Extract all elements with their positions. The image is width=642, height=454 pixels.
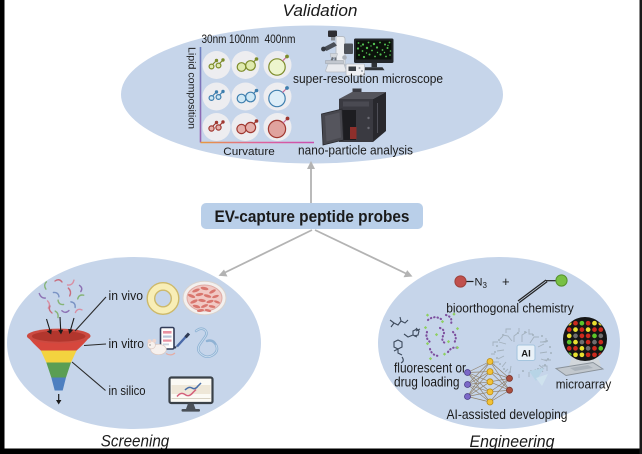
svg-text:EV-capture peptide probes: EV-capture peptide probes xyxy=(215,207,410,226)
svg-text:fluorescent or: fluorescent or xyxy=(394,360,466,376)
svg-text:microarray: microarray xyxy=(556,377,612,392)
svg-text:nano-particle analysis: nano-particle analysis xyxy=(298,143,413,158)
svg-text:in vitro: in vitro xyxy=(109,336,145,351)
svg-text:AI: AI xyxy=(521,349,531,360)
svg-text:in vivo: in vivo xyxy=(109,288,144,303)
svg-text:+: + xyxy=(502,274,510,289)
svg-text:in silico: in silico xyxy=(109,383,146,398)
svg-text:bioorthogonal chemistry: bioorthogonal chemistry xyxy=(446,301,574,316)
svg-text:400nm: 400nm xyxy=(265,32,296,46)
svg-text:Validation: Validation xyxy=(283,1,358,20)
svg-text:Engineering: Engineering xyxy=(470,432,555,451)
svg-text:Curvature: Curvature xyxy=(223,146,275,158)
svg-text:super-resolution microscope: super-resolution microscope xyxy=(293,71,443,86)
svg-text:AI-assisted developing: AI-assisted developing xyxy=(447,406,568,422)
svg-text:30nm: 30nm xyxy=(202,32,227,46)
svg-text:100nm: 100nm xyxy=(229,32,259,46)
svg-text:drug loading: drug loading xyxy=(394,374,460,390)
svg-text:Lipid composition: Lipid composition xyxy=(186,47,197,129)
svg-text:Screening: Screening xyxy=(101,432,170,451)
